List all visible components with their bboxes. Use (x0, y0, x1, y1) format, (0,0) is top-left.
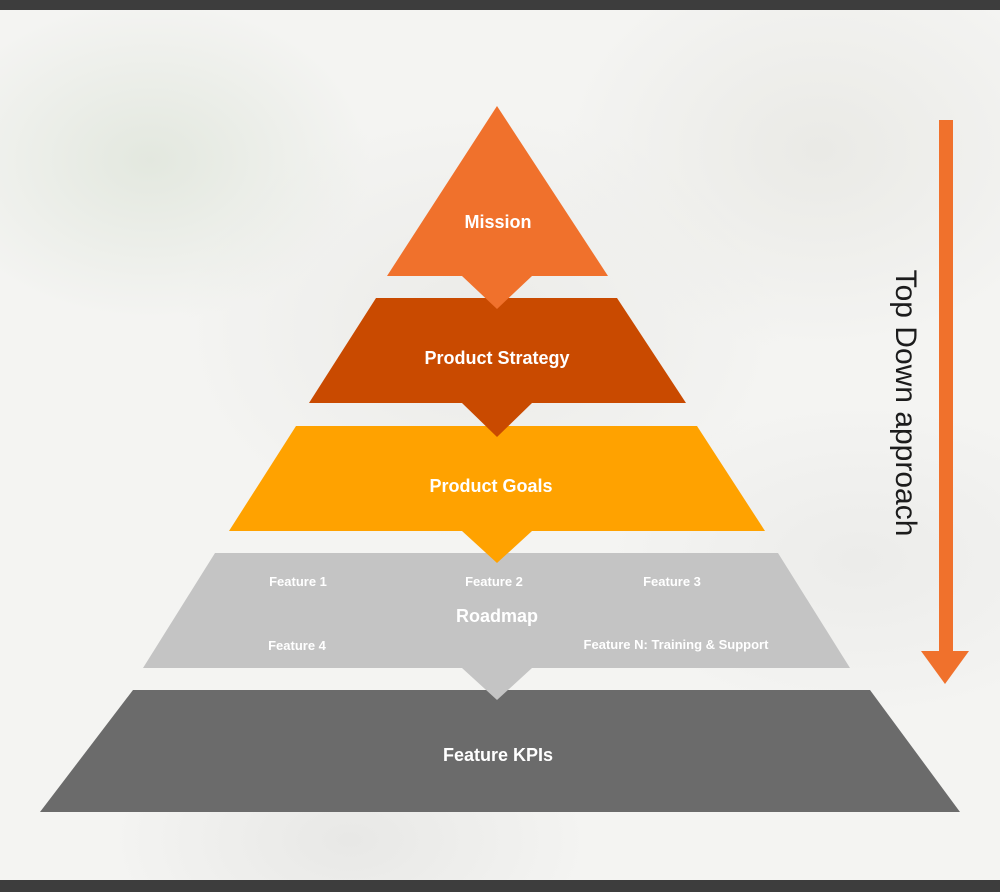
roadmap-notch (462, 668, 532, 700)
feature-n-label: Feature N: Training & Support (584, 637, 770, 652)
mission-label: Mission (464, 212, 531, 232)
product-strategy-label: Product Strategy (424, 348, 569, 368)
level-roadmap (143, 553, 850, 668)
arrow-head (921, 651, 969, 684)
top-down-approach-label: Top Down approach (889, 270, 922, 537)
level-product-goals (229, 426, 765, 531)
level-mission (387, 106, 608, 276)
feature-kpis-label: Feature KPIs (443, 745, 553, 765)
product-goals-label: Product Goals (429, 476, 552, 496)
strategy-notch (462, 403, 532, 437)
level-feature-kpis (40, 690, 960, 812)
roadmap-label: Roadmap (456, 606, 538, 626)
top-border (0, 0, 1000, 10)
arrow-shaft (939, 120, 953, 652)
feature-1-label: Feature 1 (269, 574, 327, 589)
feature-4-label: Feature 4 (268, 638, 327, 653)
level-product-strategy (309, 298, 686, 403)
feature-2-label: Feature 2 (465, 574, 523, 589)
goals-notch (462, 531, 532, 563)
mission-notch (462, 276, 532, 309)
bottom-border (0, 880, 1000, 892)
feature-3-label: Feature 3 (643, 574, 701, 589)
